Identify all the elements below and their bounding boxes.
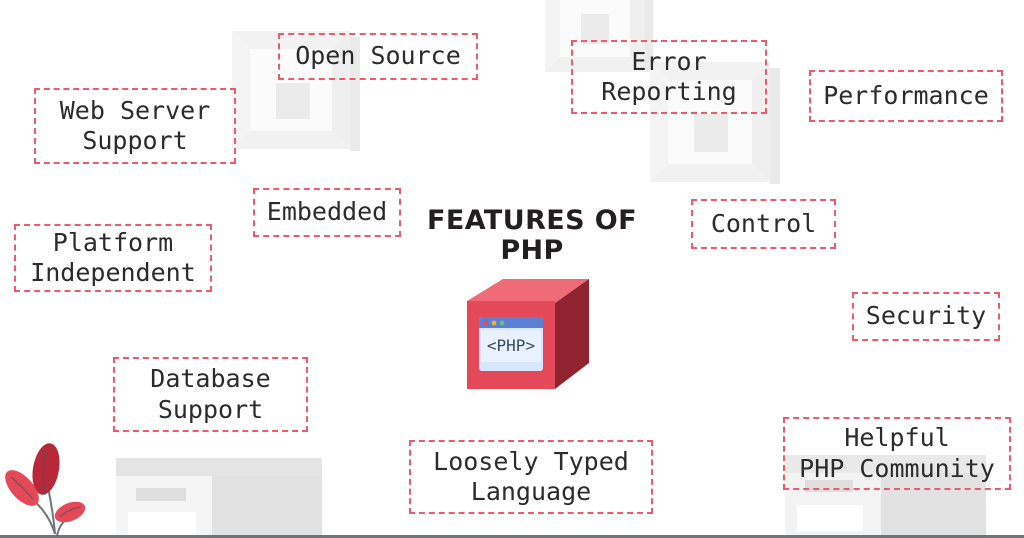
feature-label-loosely-typed-language[interactable]: Loosely Typed Language [409, 440, 653, 514]
feature-label-control[interactable]: Control [691, 199, 836, 249]
feature-label-web-server-support[interactable]: Web Server Support [34, 88, 236, 164]
php-cube-icon: <PHP> [467, 279, 589, 389]
feature-label-helpful-php-community[interactable]: Helpful PHP Community [783, 417, 1011, 490]
plant-decoration-icon [5, 443, 85, 537]
feature-label-open-source[interactable]: Open Source [278, 33, 478, 80]
feature-label-security[interactable]: Security [852, 292, 1000, 341]
cabinet-left-icon [116, 458, 322, 538]
feature-label-performance[interactable]: Performance [809, 70, 1003, 122]
php-cube-code-label: <PHP> [487, 336, 535, 355]
feature-label-embedded[interactable]: Embedded [253, 188, 401, 237]
feature-label-database-support[interactable]: Database Support [113, 357, 308, 432]
page-title: FEATURES OF PHP [427, 205, 637, 267]
feature-label-platform-independent[interactable]: Platform Independent [14, 224, 212, 292]
feature-label-error-reporting[interactable]: Error Reporting [571, 40, 767, 114]
